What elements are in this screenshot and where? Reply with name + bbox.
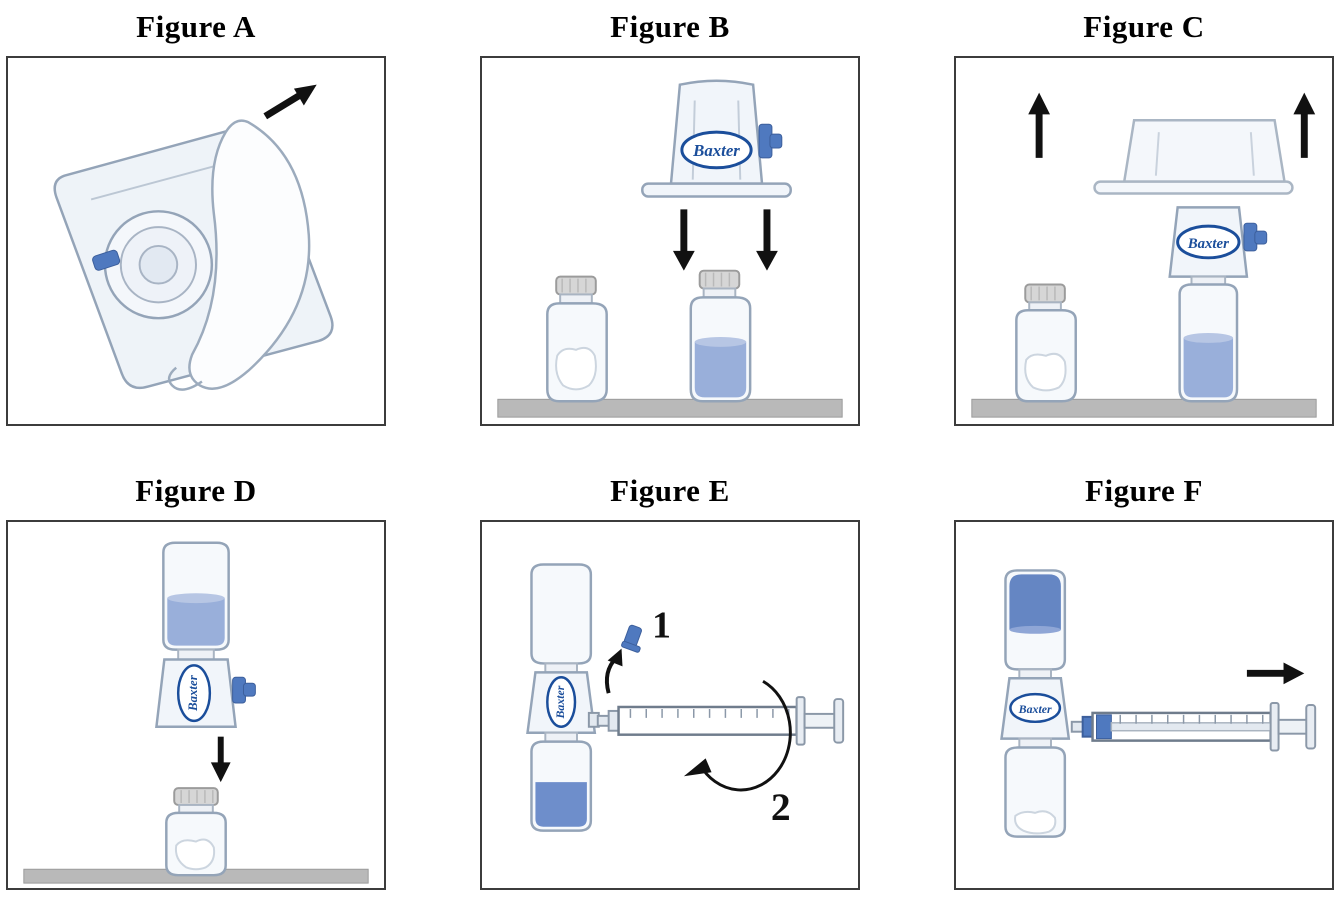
- syringe-barrel: [617, 705, 798, 737]
- powder: [555, 346, 597, 391]
- vial-adapter-in-tray: [92, 210, 214, 320]
- vial-stack: Baxter: [526, 563, 600, 833]
- powder-vial: [546, 275, 608, 403]
- figure-e-panel: Baxter 1: [480, 520, 860, 891]
- syringe: [1070, 702, 1317, 752]
- figure-f-title: Figure F: [1085, 473, 1203, 509]
- figure-c-title: Figure C: [1083, 9, 1205, 44]
- figure-a-title: Figure A: [136, 9, 256, 44]
- figure-b-illustration: Baxter: [497, 79, 843, 418]
- arrow-up-icon: [1293, 92, 1316, 158]
- brand-logo-text: Baxter: [186, 674, 200, 712]
- figure-b-title: Figure B: [610, 9, 730, 44]
- figure-d-panel: Baxter: [6, 520, 386, 891]
- brand-logo-text: Baxter: [692, 141, 740, 160]
- figure-c: Figure C: [954, 9, 1334, 427]
- graduation-marks: [629, 709, 790, 719]
- arrow-right-icon: [1246, 662, 1305, 685]
- powder-vial: [165, 787, 227, 877]
- package-cover-removed: [1093, 119, 1294, 195]
- figure-e-illustration: Baxter 1: [526, 563, 845, 833]
- figure-grid: Figure A: [6, 9, 1334, 891]
- figure-d: Figure D Baxter: [6, 473, 386, 891]
- peeled-lid: [188, 119, 311, 390]
- figure-a-illustration: [53, 84, 334, 391]
- figure-e-title: Figure E: [610, 473, 730, 509]
- diluent-vial: [1178, 275, 1239, 403]
- plunger-rod: [1277, 719, 1310, 735]
- diluent-vial: [689, 269, 752, 403]
- figure-f-illustration: Baxter: [1000, 569, 1317, 839]
- curved-arrow-icon: [604, 648, 623, 694]
- diluent-liquid: [1183, 338, 1234, 398]
- figure-d-title: Figure D: [135, 473, 257, 509]
- brand-logo: [176, 664, 212, 723]
- brand-logo-text: Baxter: [1018, 702, 1052, 716]
- brand-logo: [1176, 224, 1241, 260]
- top-vial: [530, 563, 593, 665]
- vial-adapter: Baxter: [1168, 206, 1268, 278]
- arrow-down-icon: [210, 736, 231, 783]
- figure-f-panel: Baxter: [954, 520, 1334, 891]
- brand-logo-text: Baxter: [1187, 236, 1229, 252]
- syringe: [596, 696, 845, 746]
- luer-collar: [1081, 716, 1094, 738]
- lid-curl: [167, 366, 203, 391]
- brand-logo: [546, 676, 577, 729]
- plunger-stopper: [1096, 714, 1112, 740]
- powder: [1014, 810, 1057, 835]
- table-surface: [497, 398, 843, 418]
- diluent-liquid: [167, 598, 225, 646]
- adapter-clip: [92, 249, 121, 271]
- arrow-down-icon: [756, 209, 778, 271]
- figure-f: Figure F Baxter: [954, 473, 1334, 891]
- powder-vial: [1015, 283, 1077, 403]
- brand-logo: [1009, 693, 1062, 724]
- powder: [1024, 352, 1067, 392]
- vial-adapter-package: Baxter: [641, 79, 792, 198]
- port-cap-removed: [621, 624, 642, 653]
- inverted-diluent-vial: [162, 541, 230, 661]
- vial-adapter: Baxter: [155, 658, 256, 729]
- plunger-thumb-rest: [833, 698, 845, 744]
- brand-logo: [680, 130, 753, 170]
- peel-arrow-icon: [263, 84, 317, 120]
- arrow-up-icon: [1028, 92, 1050, 158]
- figure-a-panel: [6, 56, 386, 427]
- barrel-flange: [795, 696, 806, 746]
- rotate-arrow-icon: [683, 680, 792, 792]
- plunger-shaft: [1110, 722, 1272, 732]
- vial-stack: Baxter: [1000, 569, 1071, 839]
- diluent-liquid: [694, 342, 747, 398]
- diluent-liquid: [535, 782, 587, 827]
- figure-a: Figure A: [6, 9, 386, 427]
- table-surface: [971, 398, 1317, 418]
- barrel-flange: [1269, 702, 1280, 752]
- graduation-marks: [1119, 715, 1264, 724]
- figure-c-panel: Baxter: [954, 56, 1334, 427]
- figure-c-illustration: Baxter: [971, 92, 1317, 418]
- plunger-rod: [803, 713, 838, 729]
- figure-d-illustration: Baxter: [23, 541, 369, 884]
- solution-liquid: [1009, 574, 1061, 630]
- arrow-down-icon: [672, 209, 695, 271]
- plunger-thumb-rest: [1305, 704, 1317, 750]
- figure-b-panel: Baxter: [480, 56, 860, 427]
- figure-b: Figure B Baxter: [480, 9, 860, 427]
- figure-e: Figure E Baxter: [480, 473, 860, 891]
- brand-logo-text: Baxter: [553, 685, 567, 719]
- powder: [174, 838, 216, 871]
- step-2-label: 2: [771, 785, 791, 829]
- step-1-label: 1: [652, 606, 671, 647]
